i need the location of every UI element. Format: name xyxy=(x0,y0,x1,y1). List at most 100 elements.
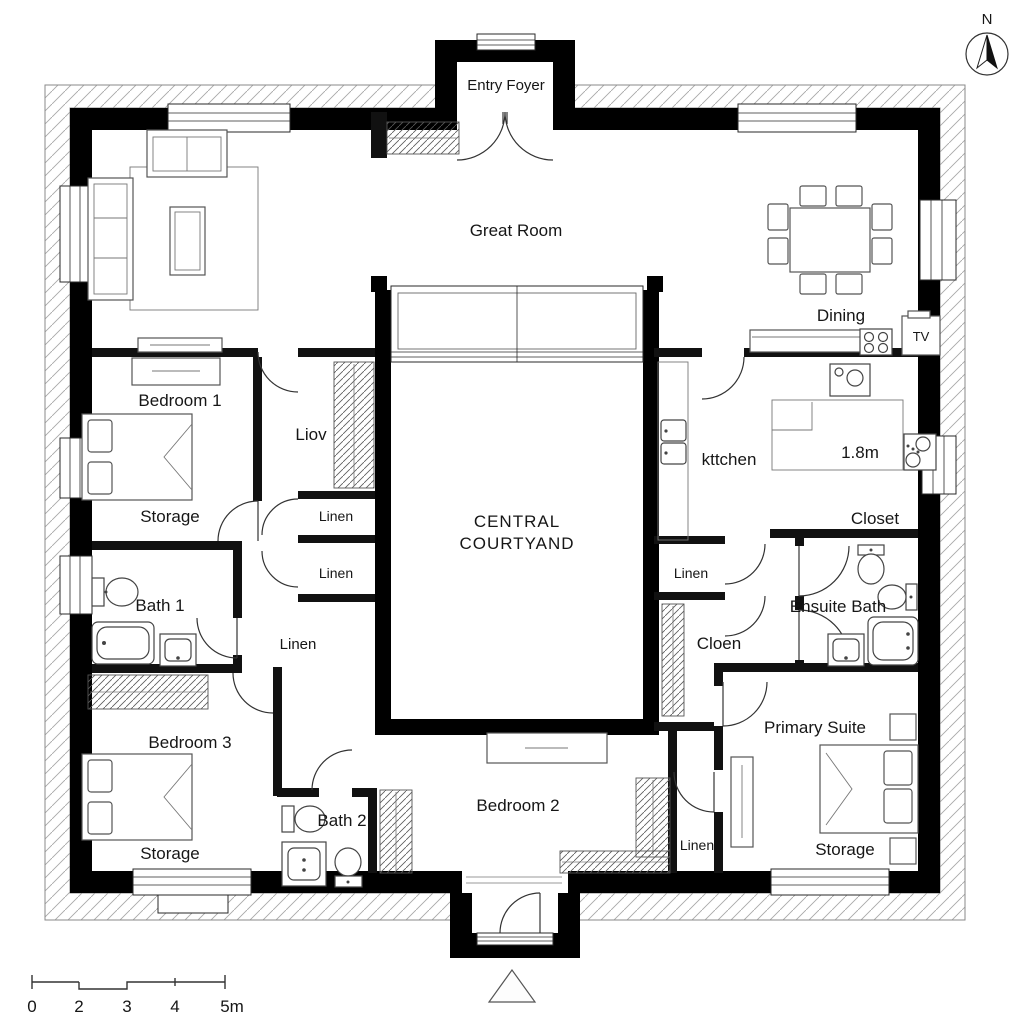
bed-primary xyxy=(819,744,919,834)
label-bath-2: Bath 2 xyxy=(317,811,366,830)
scale-tick-1: 2 xyxy=(74,997,83,1016)
toilet-ensuite-right xyxy=(877,583,918,611)
room-labels: Entry Foyer Great Room Dining TV Bedroom… xyxy=(135,77,929,863)
label-island-dimension: 1.8m xyxy=(841,443,879,462)
tub-ensuite xyxy=(867,616,919,666)
bath1-fixtures xyxy=(91,577,197,667)
label-entry-foyer: Entry Foyer xyxy=(467,77,545,94)
cloen-closet-strip xyxy=(661,603,685,717)
label-liov: Liov xyxy=(295,425,327,444)
linen-d-door xyxy=(724,543,766,585)
scale-bar-labels: 0 2 3 4 5m xyxy=(27,997,244,1016)
north-arrow: N xyxy=(965,11,1009,76)
vestibule-sill xyxy=(476,932,554,946)
doors xyxy=(196,351,850,813)
dresser-bedroom2 xyxy=(486,732,608,764)
entry-foyer-window xyxy=(476,33,536,51)
living-area-furniture xyxy=(87,129,259,353)
scale-tick-2: 3 xyxy=(122,997,131,1016)
bedroom1-door xyxy=(217,500,259,542)
label-bedroom-3: Bedroom 3 xyxy=(148,733,231,752)
coat-closet xyxy=(371,112,460,158)
cloen-door xyxy=(724,595,766,637)
label-linen-e: Linen xyxy=(680,837,714,853)
bedroom1-furniture xyxy=(81,357,221,501)
bath2-fixtures xyxy=(281,805,363,888)
liov-closet xyxy=(333,361,375,489)
bedroom2-bottom-closet xyxy=(559,850,671,874)
dining-counter xyxy=(749,329,864,353)
north-arrow-circle xyxy=(965,32,1009,76)
chair xyxy=(767,203,789,231)
chair xyxy=(767,237,789,265)
scale-tick-0: 0 xyxy=(27,997,36,1016)
sink-bath2 xyxy=(281,841,327,887)
sink-ensuite xyxy=(827,633,865,667)
bedroom3-furniture xyxy=(81,753,193,841)
nightstand xyxy=(889,837,917,865)
toilet2-bath2 xyxy=(334,847,363,888)
linen-e-door xyxy=(673,771,715,813)
bedroom2-left-closet xyxy=(379,789,413,874)
label-storage-primary: Storage xyxy=(815,840,875,859)
north-needle-black xyxy=(986,34,998,70)
toilet-ensuite-top xyxy=(857,544,885,585)
window-left-bath1 xyxy=(59,555,93,615)
window-left-living xyxy=(59,185,93,283)
kitchen-island xyxy=(771,399,904,471)
ensuite-door-upper xyxy=(798,545,850,597)
label-dining: Dining xyxy=(817,306,865,325)
linen-b-door xyxy=(261,550,299,588)
bedroom3-door xyxy=(232,672,274,714)
windows xyxy=(59,103,957,914)
bedroom2-right-closet xyxy=(635,777,671,858)
label-courtyard-2: COURTYAND xyxy=(459,534,574,553)
sink-bath1 xyxy=(159,633,197,667)
window-right-dining xyxy=(919,199,957,281)
chair xyxy=(799,273,827,295)
column-right xyxy=(647,276,663,292)
window-top-right xyxy=(737,103,857,133)
closet-rod-hatches xyxy=(87,112,685,874)
label-great-room: Great Room xyxy=(470,221,563,240)
central-courtyard xyxy=(371,276,663,735)
kitchen-appliance-top xyxy=(829,363,871,397)
linen-a-door xyxy=(261,498,299,536)
kitchen-fixtures xyxy=(657,361,937,541)
window-bottom-right xyxy=(770,868,890,896)
vestibule-door xyxy=(499,892,541,934)
tub-bath1 xyxy=(91,621,155,665)
label-primary-suite: Primary Suite xyxy=(764,718,866,737)
dining-table xyxy=(789,207,871,273)
sofa-top xyxy=(146,129,228,178)
scale-bar-line xyxy=(31,975,226,990)
label-kitchen: kttchen xyxy=(702,450,757,469)
label-linen-a: Linen xyxy=(319,508,353,524)
label-closet-right: Closet xyxy=(851,509,899,528)
label-storage-bedroom1: Storage xyxy=(140,507,200,526)
primary-door xyxy=(722,681,768,727)
chair xyxy=(871,237,893,265)
window-top-left xyxy=(167,103,291,133)
courtyard-sliding-glass-door xyxy=(390,285,644,363)
rear-vestibule-structure xyxy=(450,871,580,958)
bedroom2-furniture xyxy=(486,732,608,764)
bed-bedroom3 xyxy=(81,753,193,841)
coffee-table xyxy=(169,206,206,276)
bath1-door xyxy=(196,617,238,659)
label-ensuite-bath: Ensuite Bath xyxy=(790,597,886,616)
dresser-bedroom1 xyxy=(131,357,221,386)
toilet-bath1 xyxy=(91,577,139,607)
column-left xyxy=(371,276,387,292)
bath1-hall-closet xyxy=(87,674,209,710)
label-bedroom-2: Bedroom 2 xyxy=(476,796,559,815)
scale-bar: 0 2 3 4 5m xyxy=(27,975,244,1016)
cooktop-right xyxy=(903,433,937,471)
chair xyxy=(871,203,893,231)
bath2-door xyxy=(311,749,353,791)
ensuite-fixtures xyxy=(827,544,919,667)
nightstand xyxy=(889,713,917,741)
label-storage-bedroom3: Storage xyxy=(140,844,200,863)
kitchen-door xyxy=(701,356,745,400)
